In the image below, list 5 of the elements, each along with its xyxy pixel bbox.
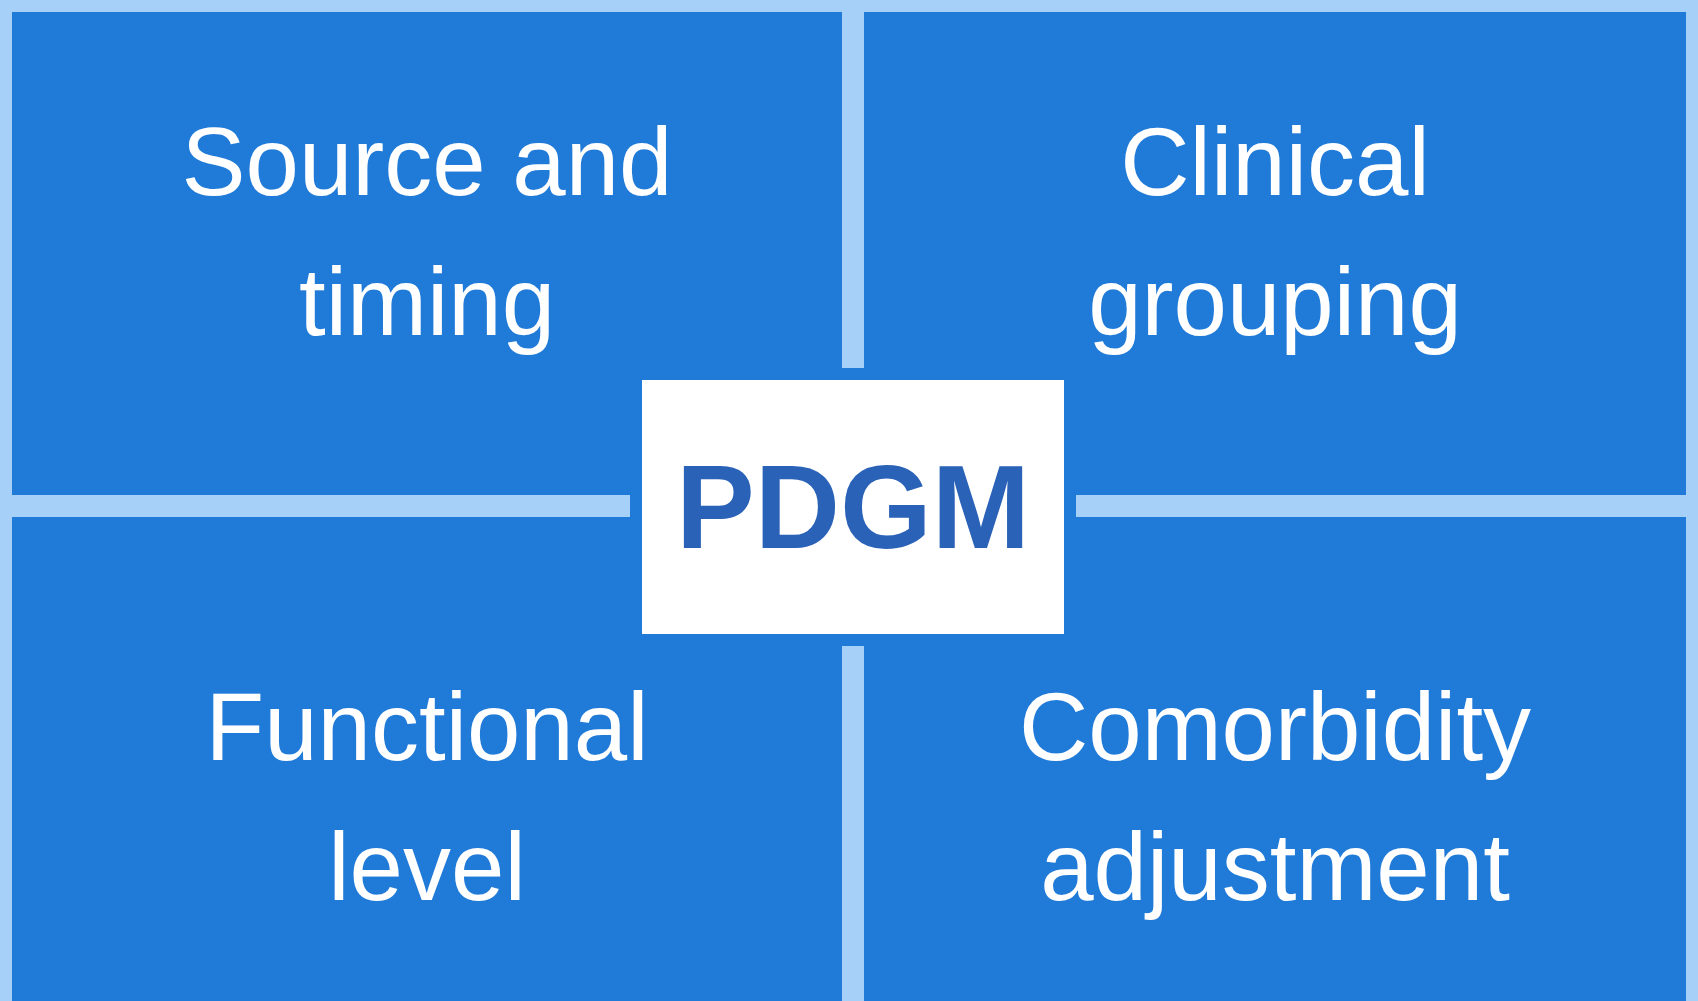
center-title: PDGM: [676, 440, 1030, 575]
category-label: Clinical grouping: [1087, 107, 1463, 357]
category-label: Comorbidity adjustment: [1017, 672, 1533, 922]
category-label: Source and timing: [180, 107, 674, 357]
category-label: Functional level: [204, 672, 650, 922]
